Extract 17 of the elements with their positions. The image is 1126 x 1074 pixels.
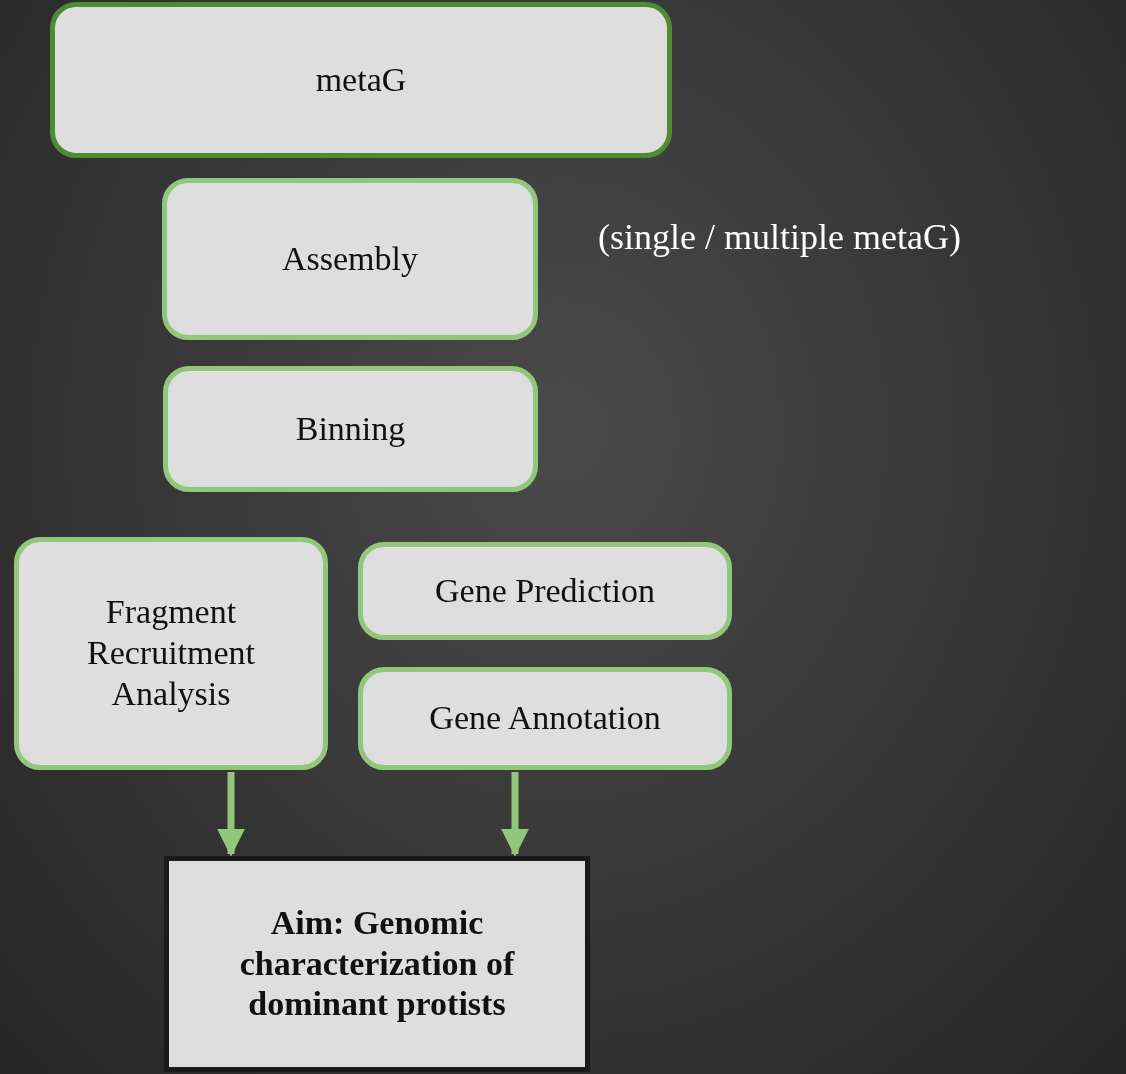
process-box [358, 542, 732, 640]
process-box [163, 366, 538, 492]
note-text: (single / multiple metaG) [598, 216, 961, 258]
process-box [162, 178, 538, 340]
arrow [217, 772, 245, 857]
process-box [14, 537, 328, 770]
process-box [358, 667, 732, 770]
node-text: Gene Annotation [429, 698, 661, 739]
arrow [501, 772, 529, 857]
node-text: Binning [295, 408, 406, 449]
node-text: metaG [315, 59, 407, 100]
node-text: Aim: Genomic characterization of dominant protists [238, 902, 516, 1025]
process-box [50, 2, 672, 158]
node-text: Assembly [282, 238, 418, 279]
node-text: Gene Prediction [435, 570, 655, 611]
aim-box [164, 856, 590, 1072]
node-text: Fragment Recruitment Analysis [85, 592, 257, 714]
